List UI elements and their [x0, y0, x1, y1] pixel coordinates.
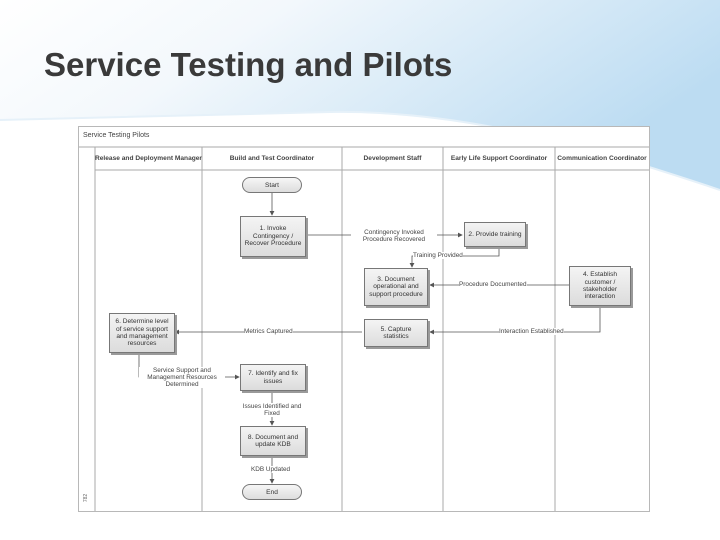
lane-development-staff: Development Staff [363, 155, 422, 163]
page-number: 782 [83, 493, 90, 503]
flow-label-training: Training Provided [413, 252, 463, 259]
pool-title: Service Testing Pilots [83, 132, 150, 139]
step-8-document-update-kdb: 8. Document and update KDB [240, 426, 306, 456]
swimlane-diagram: Service Testing Pilots 782 Release and D… [78, 126, 650, 512]
flow-label-contingency: Contingency Invoked Procedure Recovered [351, 229, 437, 243]
start-node: Start [242, 177, 302, 193]
flow-label-service-support: Service Support and Management Resources… [139, 367, 225, 388]
flow-label-metrics: Metrics Captured [244, 328, 293, 335]
slide-title: Service Testing and Pilots [44, 46, 453, 83]
flow-label-kdb: KDB Updated [251, 466, 291, 473]
lane-build-test-coordinator: Build and Test Coordinator [229, 155, 315, 163]
flow-label-procedure: Procedure Documented [459, 281, 527, 288]
step-4-establish-interaction: 4. Establish customer / stakeholder inte… [569, 266, 631, 306]
step-5-capture-statistics: 5. Capture statistics [364, 319, 428, 347]
flow-label-issues: Issues Identified and Fixed [242, 403, 302, 417]
step-7-identify-fix-issues: 7. Identify and fix issues [240, 364, 306, 391]
lane-release-deployment-manager: Release and Deployment Manager [95, 155, 203, 163]
end-node: End [242, 484, 302, 500]
step-2-provide-training: 2. Provide training [464, 222, 526, 247]
flow-label-interaction: Interaction Established [499, 328, 564, 335]
lane-early-life-support-coordinator: Early Life Support Coordinator [450, 155, 548, 163]
step-3-document-procedure: 3. Document operational and support proc… [364, 268, 428, 306]
step-1-invoke-contingency: 1. Invoke Contingency / Recover Procedur… [240, 216, 306, 257]
lane-communication-coordinator: Communication Coordinator [557, 155, 647, 163]
step-6-determine-service-support: 6. Determine level of service support an… [109, 313, 175, 353]
